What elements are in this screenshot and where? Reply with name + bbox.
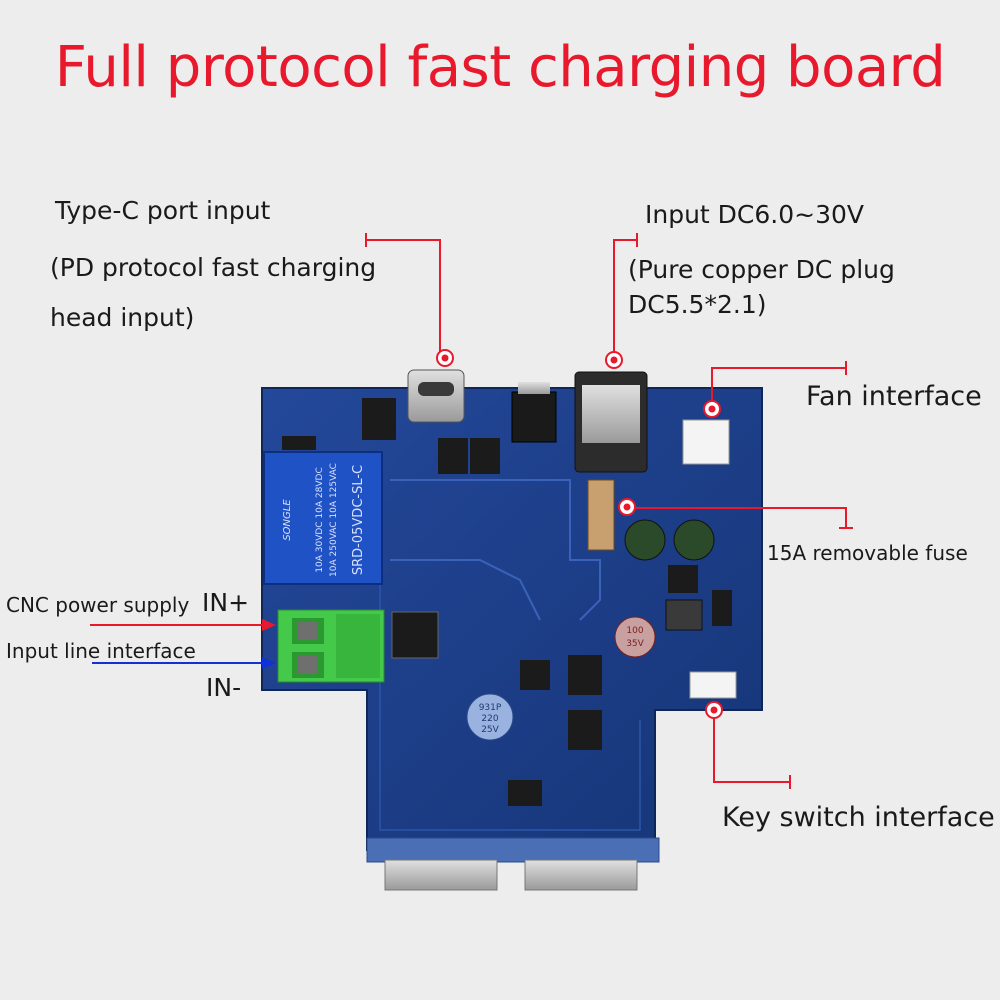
ic-right-1 [668,565,698,593]
relay-brand: SONGLE [282,499,293,541]
capacitor-blue: 931P 220 25V [466,693,514,741]
terminal-block [277,609,385,683]
leader-fan [711,367,846,408]
regulator-tab [518,382,550,394]
typec-port-opening [418,382,454,396]
mcu-chip [391,611,439,659]
capacitor-red: 100 35V [614,616,656,658]
key-switch-connector [689,671,737,699]
cap2-voltage: 25V [481,725,499,735]
label-typec-line3: head input) [50,303,195,332]
page-title: Full protocol fast charging board [54,35,946,100]
label-in-plus: IN+ [202,588,250,617]
label-input-line: Input line interface [6,639,196,663]
label-dc-line2: (Pure copper DC plug [628,255,895,284]
fuse [587,479,615,551]
fan-connector [682,419,730,465]
ic-mosfet-2 [470,438,500,474]
ic-right-2 [712,590,732,626]
label-cnc: CNC power supply [6,593,190,617]
marker-dots [436,349,723,719]
capacitor-green [624,519,715,561]
dc-jack-metal [582,385,640,443]
relay-model: SRD-05VDC-SL-C [351,465,366,575]
relay: SRD-05VDC-SL-C 10A 250VAC 10A 125VAC 10A… [263,451,383,585]
board-trace-outline [390,479,601,621]
cap1-voltage: 35V [626,639,644,649]
cap2-value: 220 [481,714,498,724]
edge-pin-left [384,859,498,891]
label-typec-line1: Type-C port input [55,196,271,225]
arrow-in-plus [262,619,276,631]
leader-typec [366,239,441,358]
cap2-code: 931P [479,703,502,713]
label-dc-line1: Input DC6.0~30V [645,200,865,229]
ic-mid [520,660,550,690]
inductor [665,599,703,631]
ic-bottom-1 [508,780,542,806]
diode-top-left [282,436,316,450]
leader-fuse [627,507,847,528]
relay-rating-2: 10A 30VDC 10A 28VDC [315,467,325,572]
relay-rating-1: 10A 250VAC 10A 125VAC [329,463,339,577]
cap1-value: 100 [626,626,643,636]
leader-lines [90,233,853,789]
edge-connector [366,837,660,863]
arrow-in-minus [262,657,276,669]
ic-mosfet-3 [568,655,602,695]
label-dc-line3: DC5.5*2.1) [628,290,767,319]
leader-key [713,710,790,783]
label-in-minus: IN- [206,673,242,702]
regulator-chip [511,391,557,443]
leader-dc [613,239,637,358]
label-typec-line2: (PD protocol fast charging [50,253,377,282]
label-fuse: 15A removable fuse [767,541,968,565]
ic-top-left [362,398,396,440]
ic-mosfet-1 [438,438,468,474]
ic-mosfet-4 [568,710,602,750]
label-key-switch: Key switch interface [722,802,995,833]
label-fan: Fan interface [806,381,982,412]
edge-pin-right [524,859,638,891]
